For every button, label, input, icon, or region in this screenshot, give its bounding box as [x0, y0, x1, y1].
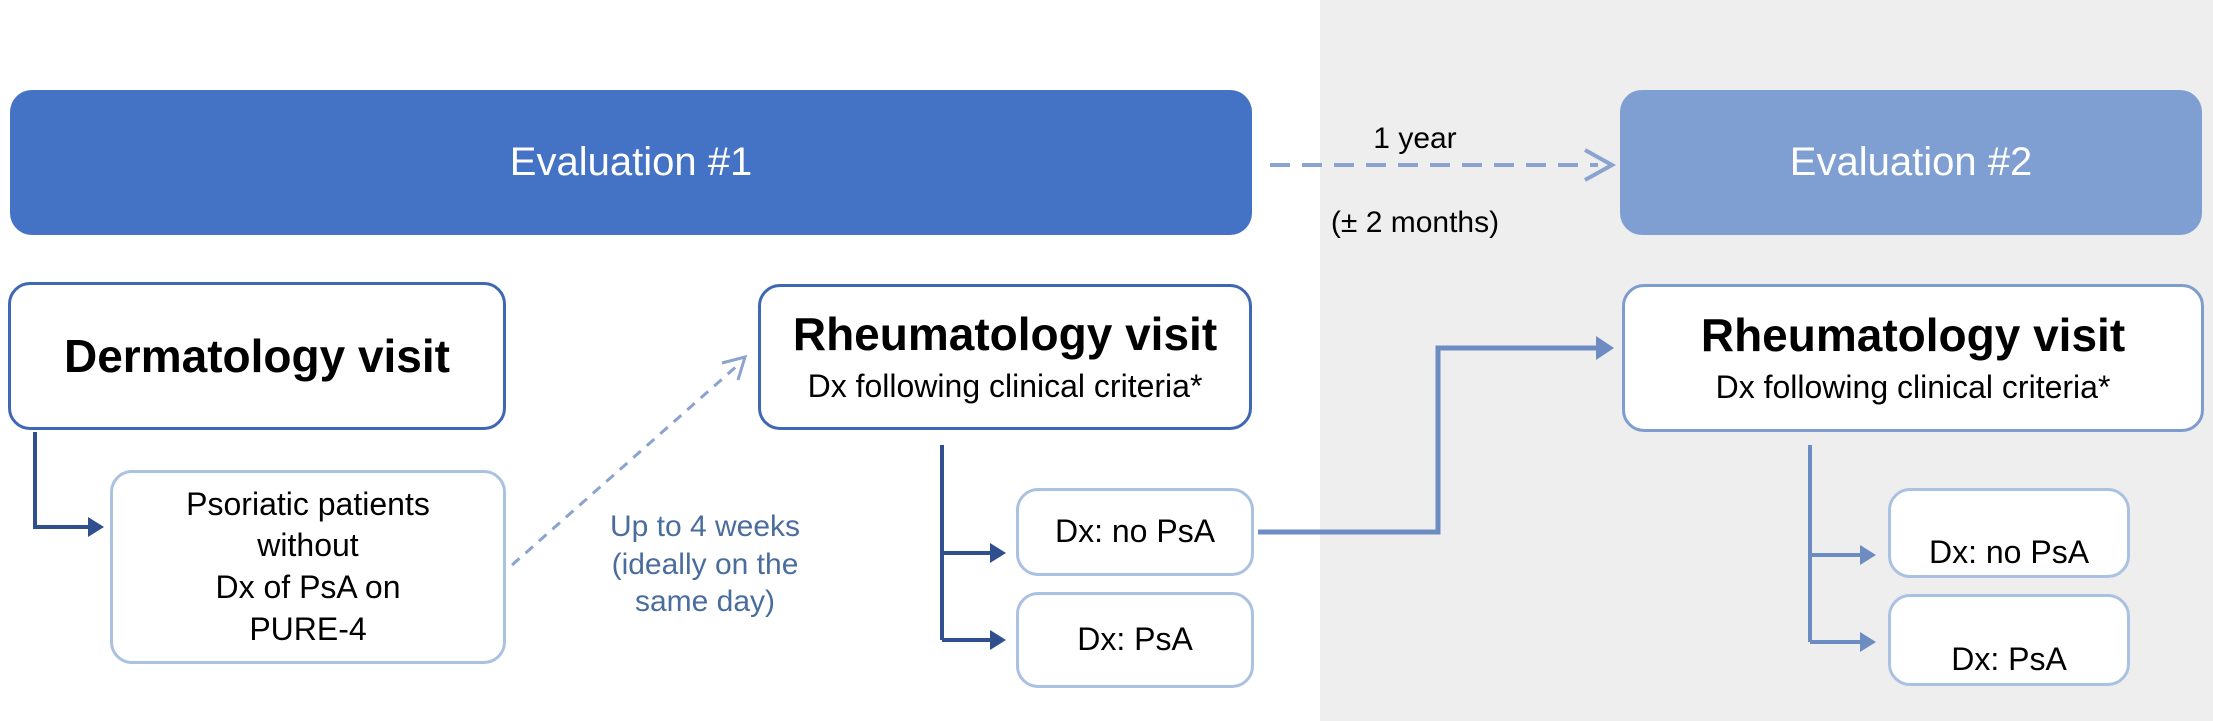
rheumatology-visit-2-box: Rheumatology visit Dx following clinical…	[1622, 284, 2204, 432]
dermatology-visit-title: Dermatology visit	[64, 329, 450, 382]
rheumatology-visit-2-subtitle: Dx following clinical criteria*	[1715, 369, 2111, 406]
rheumatology-visit-2-title: Rheumatology visit	[1700, 308, 2126, 361]
patients-line-4: PURE-4	[249, 610, 367, 647]
rheum2-no-psa-box: Dx: no PsA	[1888, 488, 2130, 578]
no-psa-to-rheumatology-2-arrow	[1258, 336, 1614, 535]
interval-arrow	[1270, 148, 1617, 182]
wait-line-2: (ideally on the	[611, 547, 799, 581]
patients-line-1: Psoriatic patients	[186, 485, 430, 522]
rheum2-psa-box: Dx: PsA	[1888, 594, 2130, 686]
rheum2-no-psa-label: Dx: no PsA	[1928, 534, 2090, 571]
rheum1-psa-label: Dx: PsA	[1077, 621, 1193, 658]
rheum2-psa-label: Dx: PsA	[1951, 641, 2067, 678]
dermatology-visit-box: Dermatology visit	[8, 282, 506, 430]
interval-line-1: 1 year	[1373, 122, 1457, 155]
rheum1-no-psa-label: Dx: no PsA	[1054, 513, 1216, 550]
rheumatology-visit-1-subtitle: Dx following clinical criteria*	[807, 368, 1203, 405]
rheumatology-1-branch-arrows	[940, 445, 1006, 650]
patients-line-3: Dx of PsA on	[215, 569, 401, 605]
evaluation-1-title: Evaluation #1	[509, 140, 753, 184]
evaluation-2-title: Evaluation #2	[1789, 140, 2033, 184]
interval-line-2: (± 2 months)	[1330, 206, 1500, 239]
evaluation-2-banner: Evaluation #2	[1620, 90, 2202, 235]
wait-label: Up to 4 weeks (ideally on the same day)	[580, 508, 830, 621]
wait-line-3: same day)	[634, 585, 776, 618]
rheumatology-2-branch-arrows	[1808, 445, 1876, 652]
wait-line-1: Up to 4 weeks	[609, 510, 801, 543]
patients-box: Psoriatic patients without Dx of PsA on …	[110, 470, 506, 664]
interval-range-label: (± 2 months)	[1300, 204, 1530, 242]
dermatology-to-patients-arrow	[33, 432, 104, 537]
rheumatology-visit-1-box: Rheumatology visit Dx following clinical…	[758, 284, 1252, 430]
rheum1-no-psa-box: Dx: no PsA	[1016, 488, 1254, 576]
evaluation-1-banner: Evaluation #1	[10, 90, 1252, 235]
interval-label: 1 year	[1300, 120, 1530, 158]
patients-line-2: without	[257, 527, 359, 564]
rheum1-psa-box: Dx: PsA	[1016, 592, 1254, 688]
rheumatology-visit-1-title: Rheumatology visit	[792, 307, 1218, 360]
patients-to-rheumatology-arrow	[511, 354, 748, 567]
